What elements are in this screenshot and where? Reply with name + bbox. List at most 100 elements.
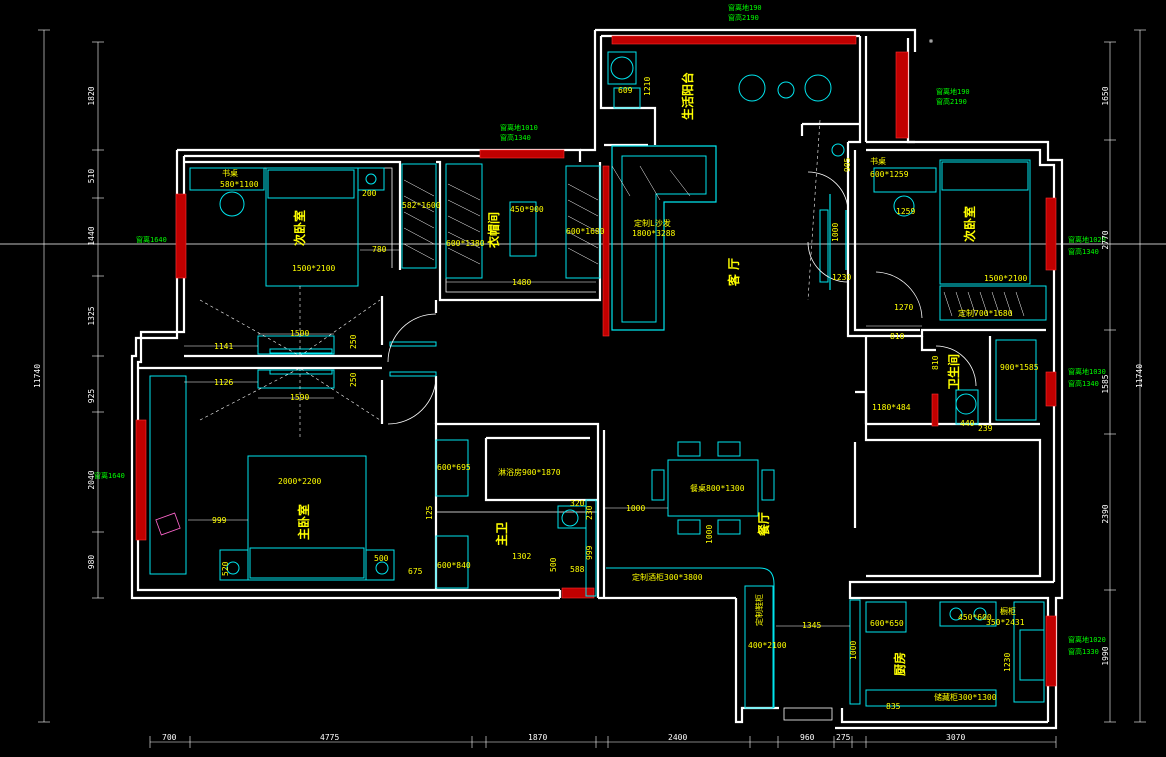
svg-text:1126: 1126 bbox=[214, 378, 233, 387]
svg-text:810: 810 bbox=[931, 355, 940, 370]
svg-text:窗离地190: 窗离地190 bbox=[728, 3, 762, 12]
svg-text:400*2100: 400*2100 bbox=[748, 641, 787, 650]
svg-text:橱柜: 橱柜 bbox=[1000, 606, 1016, 616]
svg-text:1000: 1000 bbox=[831, 223, 840, 242]
svg-text:2400: 2400 bbox=[668, 733, 687, 742]
svg-text:250: 250 bbox=[349, 372, 358, 387]
svg-text:1270: 1270 bbox=[894, 303, 913, 312]
svg-text:350*2431: 350*2431 bbox=[986, 618, 1025, 627]
svg-text:835: 835 bbox=[886, 702, 901, 711]
bed-left-pillow bbox=[267, 169, 355, 199]
svg-text:230: 230 bbox=[585, 505, 594, 520]
nightstand-left bbox=[357, 167, 385, 191]
internal-walls bbox=[138, 122, 1042, 578]
svg-text:窗高2190: 窗高2190 bbox=[936, 97, 967, 106]
svg-text:1230: 1230 bbox=[1003, 653, 1012, 672]
door-swings bbox=[199, 119, 977, 440]
svg-text:11740: 11740 bbox=[1135, 364, 1144, 388]
svg-text:窗离地1020: 窗离地1020 bbox=[1068, 235, 1106, 244]
master-bed bbox=[247, 455, 367, 581]
dimension-labels: 700 4775 1870 2400 960 275 3070 1820 510… bbox=[33, 77, 1144, 742]
svg-text:餐桌800*1300: 餐桌800*1300 bbox=[690, 483, 745, 493]
svg-text:书桌: 书桌 bbox=[222, 168, 238, 178]
label-cloakroom: 衣帽间 bbox=[486, 212, 501, 248]
svg-text:510: 510 bbox=[87, 169, 96, 184]
svg-text:810: 810 bbox=[890, 332, 905, 341]
label-balcony: 生活阳台 bbox=[680, 72, 695, 120]
svg-text:定制酒柜300*3800: 定制酒柜300*3800 bbox=[632, 572, 703, 582]
label-living-room: 客 厅 bbox=[726, 258, 741, 287]
window-notes: 窗离地190 窗高2190 窗离地190 窗高2190 窗离地1010 窗高13… bbox=[94, 3, 1106, 656]
svg-text:1990: 1990 bbox=[1101, 646, 1110, 665]
svg-text:500: 500 bbox=[549, 557, 558, 572]
svg-text:520: 520 bbox=[221, 561, 230, 576]
svg-text:定制L沙发: 定制L沙发 bbox=[634, 218, 671, 228]
svg-text:1000: 1000 bbox=[626, 504, 645, 513]
svg-text:1230: 1230 bbox=[832, 273, 851, 282]
svg-text:窗离地190: 窗离地190 bbox=[936, 87, 970, 96]
svg-text:239: 239 bbox=[978, 424, 993, 433]
svg-text:999: 999 bbox=[585, 545, 594, 560]
master-wardrobe bbox=[149, 375, 187, 575]
svg-text:11740: 11740 bbox=[33, 364, 42, 388]
window-cloakroom bbox=[479, 149, 565, 159]
svg-text:窗高1330: 窗高1330 bbox=[1068, 647, 1099, 656]
svg-text:999: 999 bbox=[212, 516, 227, 525]
svg-text:905: 905 bbox=[843, 157, 852, 172]
window-kitchen bbox=[1045, 615, 1057, 687]
balcony-chair-2 bbox=[804, 74, 832, 102]
window-balcony-right bbox=[895, 51, 909, 139]
svg-text:275: 275 bbox=[836, 733, 851, 742]
window-bathroom bbox=[1045, 371, 1057, 407]
svg-text:1325: 1325 bbox=[87, 306, 96, 325]
kitchen-sink bbox=[1019, 629, 1045, 681]
svg-text:1180*484: 1180*484 bbox=[872, 403, 911, 412]
svg-text:960: 960 bbox=[800, 733, 815, 742]
washer bbox=[607, 51, 637, 85]
svg-text:窗高2190: 窗高2190 bbox=[728, 13, 759, 22]
svg-text:600*1380: 600*1380 bbox=[446, 239, 485, 248]
bed-left bbox=[265, 167, 359, 287]
kitchen-450 bbox=[939, 601, 997, 627]
svg-text:1302: 1302 bbox=[512, 552, 531, 561]
svg-text:1141: 1141 bbox=[214, 342, 233, 351]
svg-text:4775: 4775 bbox=[320, 733, 339, 742]
svg-text:窗离地1010: 窗离地1010 bbox=[500, 123, 538, 132]
svg-text:600*1680: 600*1680 bbox=[566, 227, 605, 236]
svg-text:1820: 1820 bbox=[87, 86, 96, 105]
bath-900-1585 bbox=[995, 339, 1037, 421]
sofa-back-wall bbox=[602, 165, 610, 337]
window-balcony-top bbox=[611, 35, 857, 45]
svg-text:675: 675 bbox=[408, 567, 423, 576]
svg-text:440: 440 bbox=[960, 419, 975, 428]
room-labels: 生活阳台 客 厅 餐厅 次卧室 衣帽间 主卧室 主卫 次卧室 卫生间 厨房 bbox=[292, 72, 977, 676]
desk-left bbox=[189, 167, 265, 191]
label-kitchen: 厨房 bbox=[892, 652, 907, 676]
svg-text:2770: 2770 bbox=[1101, 230, 1110, 249]
dining-table bbox=[667, 459, 759, 517]
svg-text:窗离地1030: 窗离地1030 bbox=[1068, 367, 1106, 376]
svg-text:900*1585: 900*1585 bbox=[1000, 363, 1039, 372]
svg-text:1500*2100: 1500*2100 bbox=[984, 274, 1028, 283]
desk-right bbox=[873, 167, 937, 193]
svg-text:1345: 1345 bbox=[802, 621, 821, 630]
svg-text:780: 780 bbox=[372, 245, 387, 254]
cloak-island bbox=[509, 201, 537, 257]
label-master-bath: 主卫 bbox=[494, 522, 509, 546]
svg-text:2000*2200: 2000*2200 bbox=[278, 477, 322, 486]
svg-text:580*1100: 580*1100 bbox=[220, 180, 259, 189]
svg-text:2040: 2040 bbox=[87, 470, 96, 489]
wine-cabinet bbox=[606, 567, 775, 708]
svg-text:淋浴房900*1870: 淋浴房900*1870 bbox=[498, 467, 561, 477]
furniture bbox=[149, 51, 1047, 709]
svg-text:定制700*1680: 定制700*1680 bbox=[958, 308, 1013, 318]
windows bbox=[135, 35, 1057, 687]
window-left-bedroom bbox=[175, 193, 187, 279]
svg-text:600*840: 600*840 bbox=[437, 561, 471, 570]
label-master-bedroom: 主卧室 bbox=[296, 504, 311, 540]
svg-text:1210: 1210 bbox=[643, 77, 652, 96]
svg-text:1650: 1650 bbox=[1101, 86, 1110, 105]
svg-text:储藏柜300*1300: 储藏柜300*1300 bbox=[934, 692, 997, 702]
dimension-lines bbox=[38, 29, 1146, 748]
